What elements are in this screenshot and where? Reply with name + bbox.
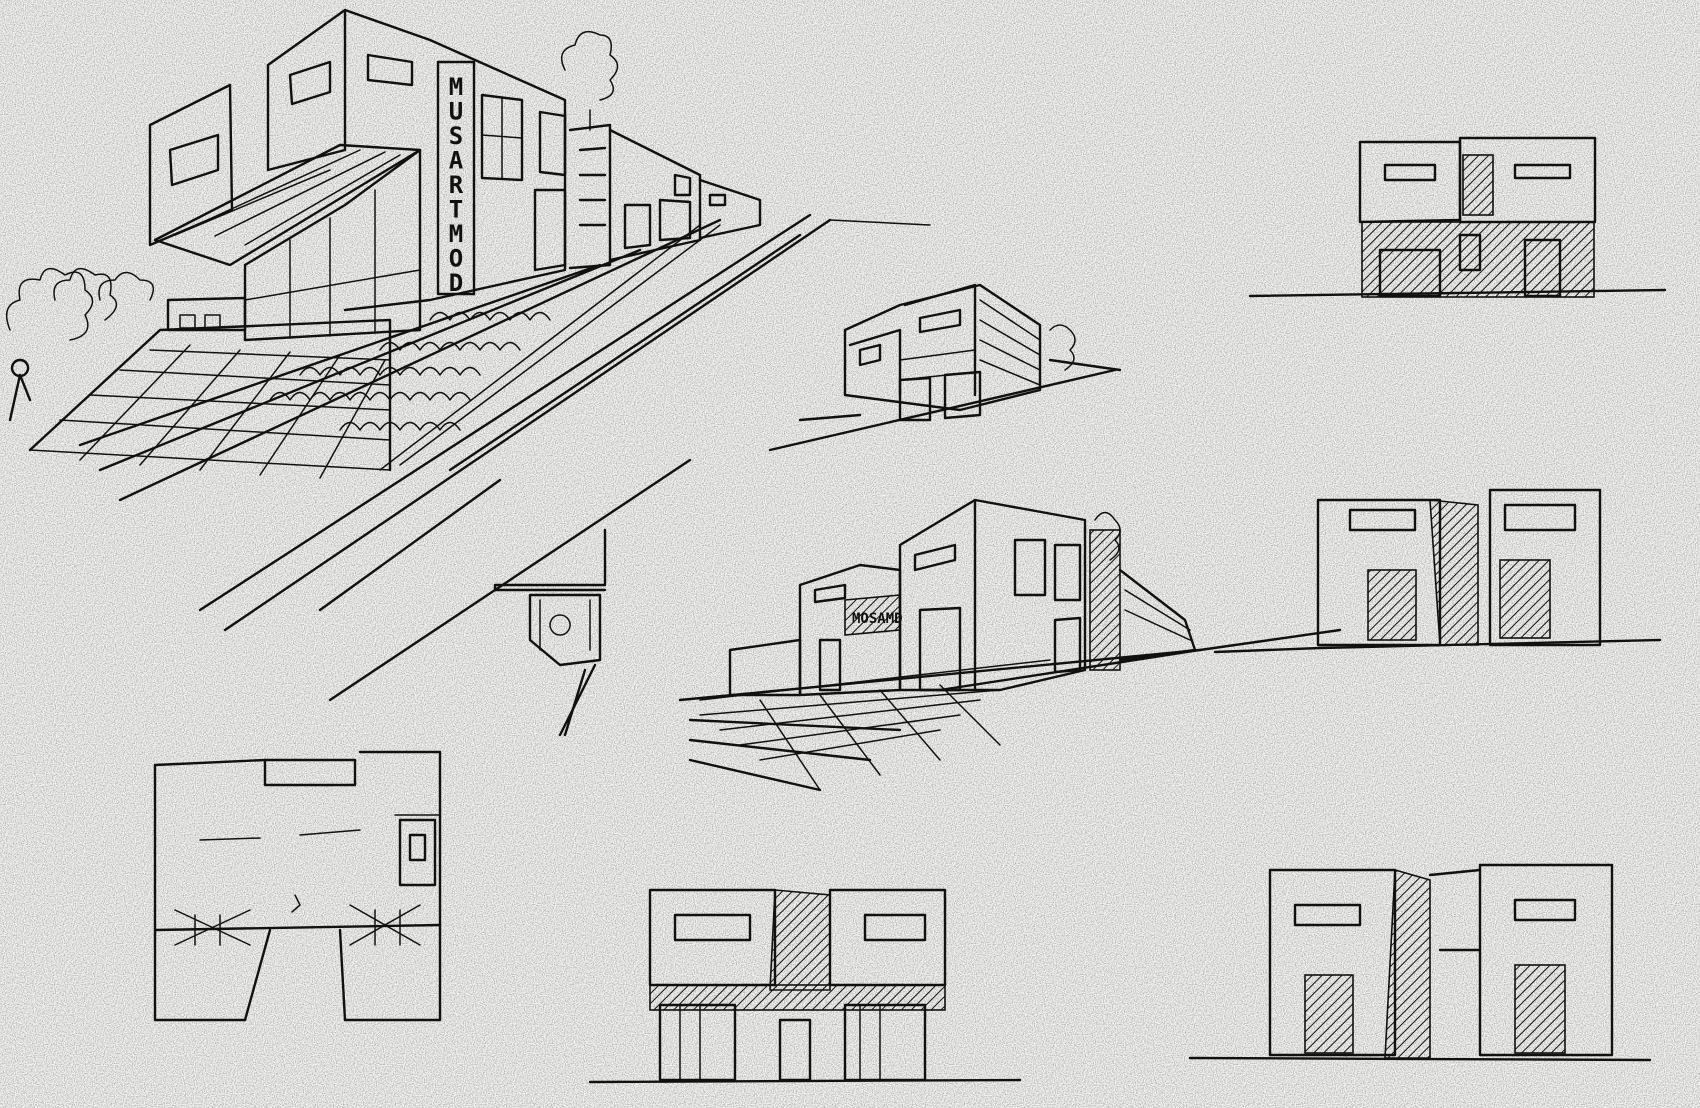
elevation-top-right [1248, 136, 1667, 298]
elevation-bottom-middle [588, 888, 1022, 1084]
paving-perspective-sketch: MOSAMD [678, 498, 1342, 792]
elevation-bottom-right [1188, 863, 1652, 1062]
plan-sketch-bottom-left [153, 750, 442, 1022]
small-perspective-sketch [768, 283, 1122, 452]
vertical-sign [436, 60, 476, 296]
small-sign-text: MOSAMD [852, 611, 903, 627]
elevation-middle-right [1213, 488, 1662, 654]
canopy-detail-sketch [493, 528, 607, 737]
